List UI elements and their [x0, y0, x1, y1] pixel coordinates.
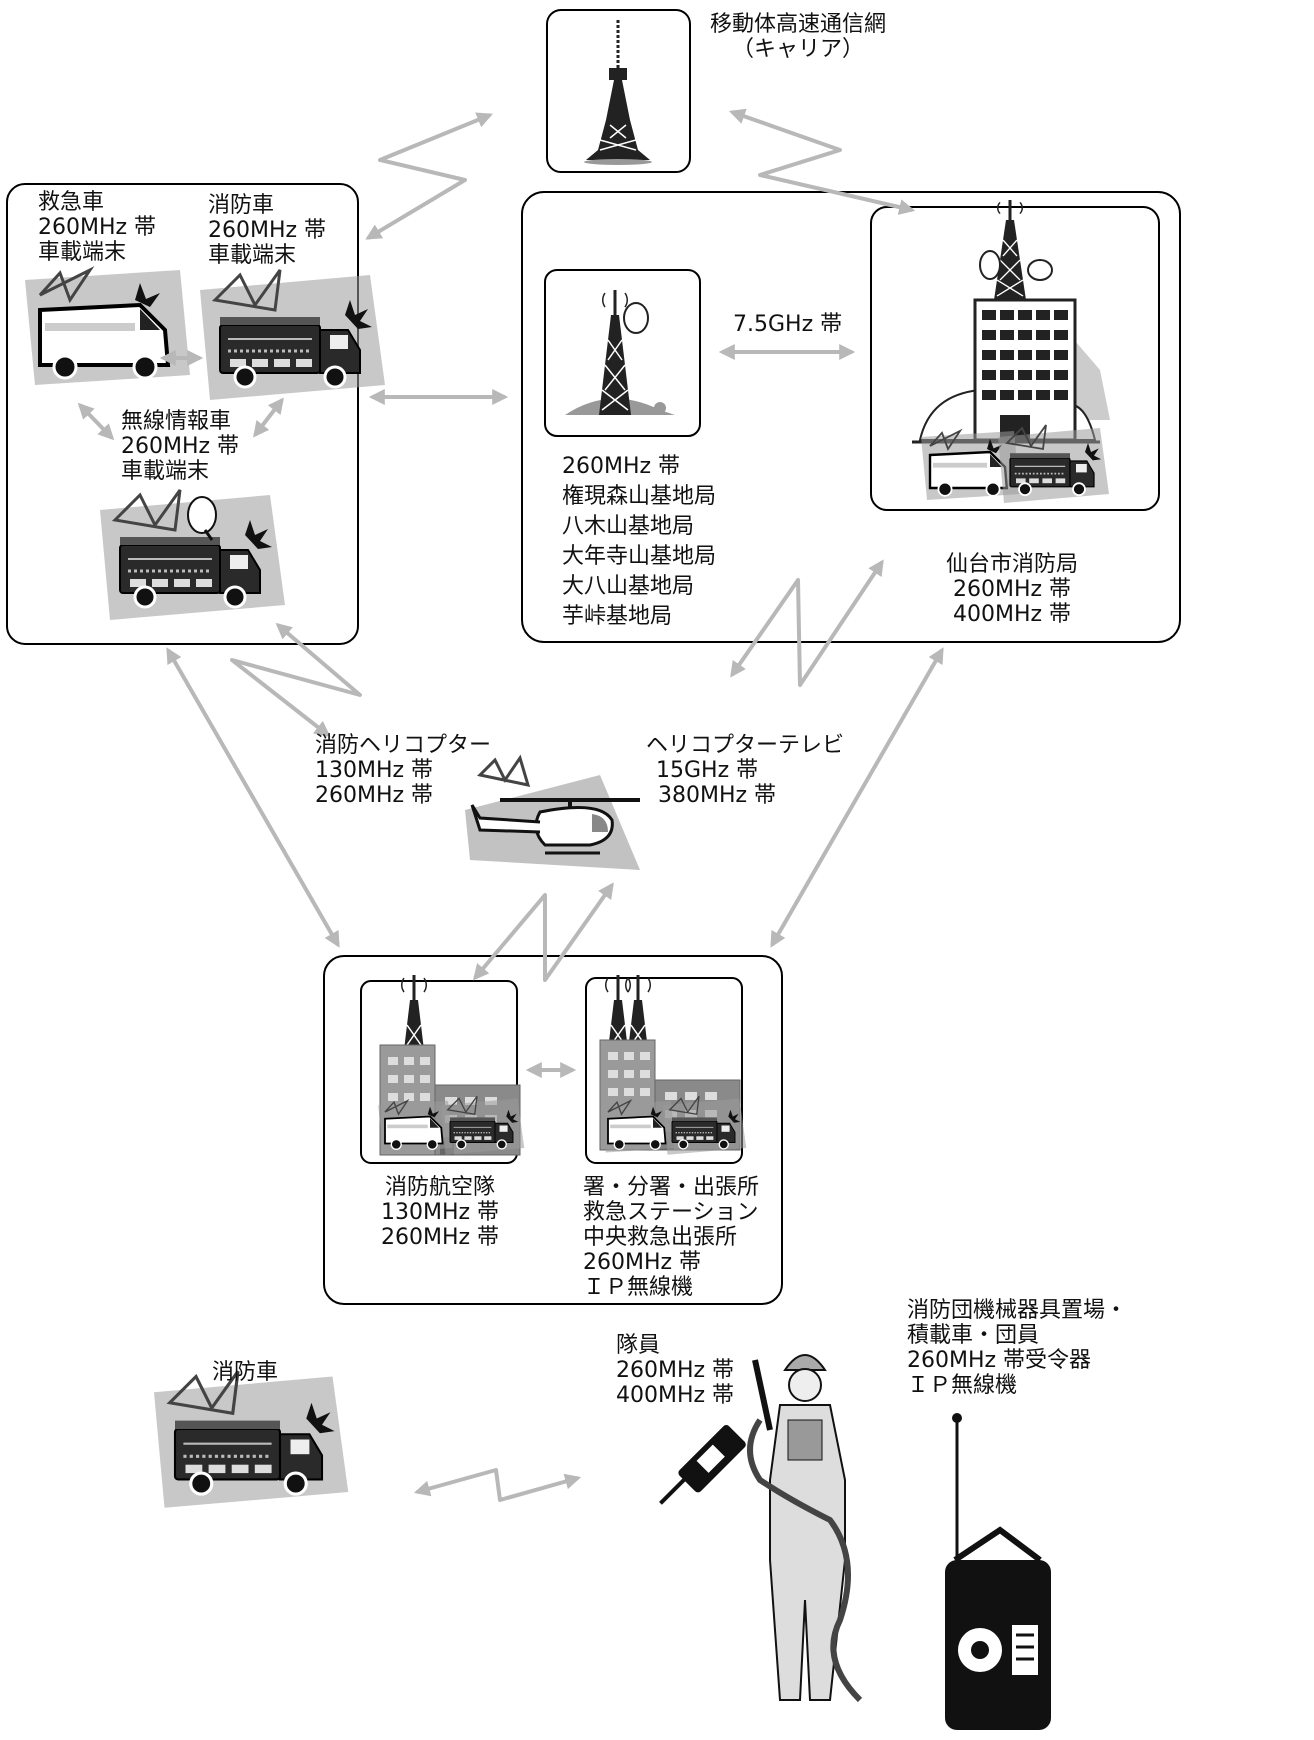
volunteer-line-3: 260MHz 帯受令器: [907, 1348, 1092, 1373]
carrier-subtitle: （キャリア）: [731, 37, 864, 62]
stations-label: 署・分署・出張所 救急ステーション 中央救急出張所 260MHz 帯 ＩＰ無線機: [583, 1175, 759, 1300]
fire-truck-band: 260MHz 帯: [208, 218, 327, 243]
heli-tv-band-1: 15GHz 帯: [656, 758, 759, 783]
base-station-image: [565, 288, 675, 417]
fire-station-building-image: [599, 973, 747, 1156]
radio-link-network-helicopter: [730, 559, 884, 687]
heli-tv-band-2: 380MHz 帯: [658, 783, 777, 808]
member-name: 隊員: [616, 1333, 661, 1358]
air-unit-name: 消防航空隊: [384, 1175, 495, 1200]
handheld-radio-image: [659, 1425, 746, 1505]
helicopter-label: 消防ヘリコプター 130MHz 帯 260MHz 帯: [315, 733, 491, 808]
base-stations-label: 260MHz 帯 権現森山基地局 八木山基地局 大年寺山基地局 大八山基地局 芋…: [562, 452, 716, 632]
helicopter-image: [465, 754, 640, 870]
info-vehicle-name: 無線情報車: [121, 409, 232, 434]
fire-truck-terminal: 車載端末: [208, 243, 297, 268]
radio-receiver-image: [945, 1413, 1051, 1730]
ambulance-label: 救急車 260MHz 帯 車載端末: [38, 190, 156, 265]
air-unit-building-image: [377, 973, 525, 1156]
arrow-firetruck-infovehicle: [253, 397, 284, 438]
carrier-title: 移動体高速通信網: [709, 12, 886, 37]
base-stations-band: 260MHz 帯: [562, 454, 681, 479]
firefighter-image: [747, 1354, 863, 1703]
info-vehicle-label: 無線情報車 260MHz 帯 車載端末: [121, 409, 239, 484]
air-unit-band-1: 130MHz 帯: [380, 1200, 500, 1225]
info-vehicle-image: [98, 488, 287, 622]
stations-line-3: 中央救急出張所: [583, 1225, 738, 1250]
vehicles-frame: [6, 183, 359, 645]
air-unit-label: 消防航空隊 130MHz 帯 260MHz 帯: [365, 1175, 515, 1250]
heli-tv-name: ヘリコプターテレビ: [646, 733, 845, 758]
fire-truck-image: [198, 268, 387, 402]
member-label: 隊員 260MHz 帯 400MHz 帯: [616, 1333, 734, 1408]
radio-link-helicopter-stations: [472, 882, 614, 982]
helicopter-name: 消防ヘリコプター: [315, 733, 492, 758]
radio-link-vehicles-carrier: [365, 112, 493, 240]
radio-link-carrier-hq: [728, 108, 916, 215]
stations-line-5: ＩＰ無線機: [583, 1275, 694, 1300]
info-vehicle-band: 260MHz 帯: [121, 434, 240, 459]
radio-link-truck-member: [413, 1468, 582, 1502]
arrow-vehicles-stations: [166, 647, 340, 948]
ambulance-terminal: 車載端末: [38, 240, 127, 265]
hq-label: 仙台市消防局 260MHz 帯 400MHz 帯: [912, 552, 1112, 627]
helicopter-band-1: 130MHz 帯: [315, 758, 434, 783]
base-station-4: 大八山基地局: [562, 574, 695, 599]
helicopter-band-2: 260MHz 帯: [315, 783, 434, 808]
air-unit-frame: [360, 980, 518, 1164]
air-unit-band-2: 260MHz 帯: [380, 1225, 500, 1250]
ambulance-name: 救急車: [38, 190, 105, 215]
lone-fire-truck-label: 消防車: [212, 1360, 279, 1385]
base-station-1: 権現森山基地局: [562, 484, 717, 509]
fire-station-frame: [585, 977, 743, 1164]
radio-link-vehicles-helicopter: [230, 622, 362, 737]
hq-fire-truck-image: [997, 424, 1110, 504]
heli-tv-label: ヘリコプターテレビ 15GHz 帯 380MHz 帯: [646, 733, 844, 808]
stations-line-1: 署・分署・出張所: [583, 1175, 760, 1200]
carrier-label: 移動体高速通信網 （キャリア）: [698, 12, 898, 62]
volunteer-line-1: 消防団機械器具置場・: [907, 1298, 1128, 1323]
ambulance-band: 260MHz 帯: [38, 215, 157, 240]
lone-fire-truck-image: [152, 1369, 350, 1510]
carrier-tower-image: [584, 20, 652, 165]
hq-frame: [870, 206, 1160, 511]
member-band-2: 400MHz 帯: [616, 1383, 735, 1408]
base-station-3: 大年寺山基地局: [562, 544, 717, 569]
base-station-5: 芋峠基地局: [562, 604, 673, 629]
volunteer-line-4: ＩＰ無線機: [907, 1373, 1018, 1398]
hq-band-1: 260MHz 帯: [952, 577, 1072, 602]
member-band-1: 260MHz 帯: [616, 1358, 735, 1383]
volunteer-label: 消防団機械器具置場・ 積載車・団員 260MHz 帯受令器 ＩＰ無線機: [907, 1298, 1127, 1398]
fire-truck-name: 消防車: [208, 193, 275, 218]
ambulance-image: [23, 268, 192, 387]
stations-line-4: 260MHz 帯: [583, 1250, 702, 1275]
link-band-label: 7.5GHz 帯: [733, 312, 843, 337]
volunteer-line-2: 積載車・団員: [907, 1323, 1040, 1348]
hq-band-2: 400MHz 帯: [952, 602, 1072, 627]
hq-name: 仙台市消防局: [945, 552, 1078, 577]
fire-truck-label: 消防車 260MHz 帯 車載端末: [208, 193, 326, 268]
arrow-hq-stations: [770, 647, 944, 948]
info-vehicle-terminal: 車載端末: [121, 459, 210, 484]
stations-line-2: 救急ステーション: [583, 1200, 759, 1225]
base-station-frame: [544, 269, 701, 437]
base-station-2: 八木山基地局: [562, 514, 695, 539]
hq-building-image: [912, 198, 1110, 444]
arrow-ambulance-infovehicle: [77, 402, 115, 441]
